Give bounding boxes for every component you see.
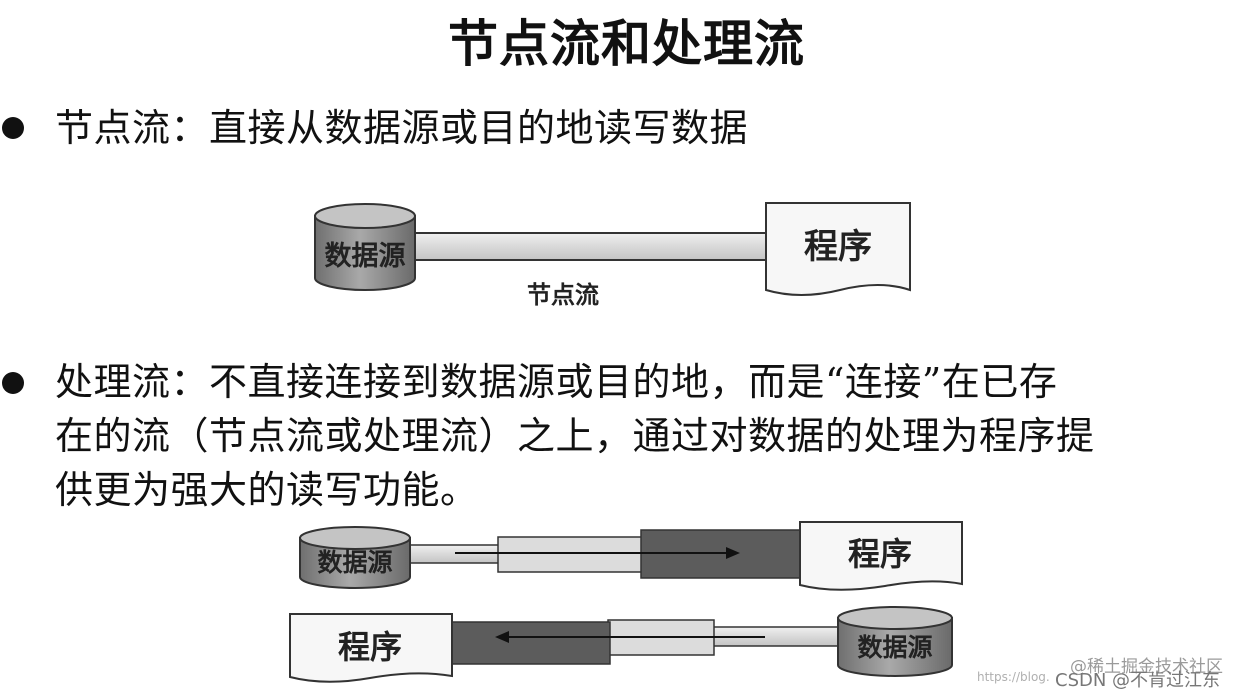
program-document: 程序 — [765, 202, 911, 296]
bullet-2-line-1: 处理流：不直接连接到数据源或目的地，而是“连接”在已存 — [55, 360, 1058, 404]
row2-source-label: 数据源 — [857, 633, 932, 662]
row1-program-document: 程序 — [799, 521, 963, 591]
csdn-watermark: CSDN @不肯过江东 — [1055, 670, 1221, 691]
bullet-text-processing-stream: 处理流：不直接连接到数据源或目的地，而是“连接”在已存 在的流（节点流或处理流）… — [55, 355, 1095, 517]
processing-stream-write-row: 程序 数据源 — [289, 606, 953, 683]
page-title: 节点流和处理流 — [448, 15, 805, 73]
bullet-2-line-2: 在的流（节点流或处理流）之上，通过对数据的处理为程序提 — [55, 414, 1095, 458]
blog-url-watermark: https://blog. — [977, 670, 1050, 684]
row1-source-label: 数据源 — [317, 548, 392, 577]
read-arrow-head-icon — [726, 547, 740, 559]
bullet-point-1 — [2, 117, 24, 139]
diagram1-program-label: 程序 — [804, 227, 872, 267]
bullet-point-2 — [2, 372, 24, 394]
processing-stream-read-row: 数据源 程序 — [299, 521, 963, 591]
write-arrow-head-icon — [495, 631, 509, 643]
node-stream-pipe — [413, 232, 767, 261]
bullet-text-node-stream: 节点流：直接从数据源或目的地读写数据 — [55, 101, 748, 155]
row1-data-source-cylinder: 数据源 — [299, 526, 411, 589]
diagram1-source-label: 数据源 — [325, 241, 406, 272]
bullet-1-line-1: 节点流：直接从数据源或目的地读写数据 — [55, 106, 749, 150]
juejin-watermark: @稀土掘金技术社区 — [1070, 657, 1223, 677]
row2-program-document: 程序 — [289, 613, 453, 683]
node-stream-label: 节点流 — [527, 280, 599, 309]
row2-wrapper-pipe-dark — [449, 621, 611, 665]
row2-data-source-cylinder: 数据源 — [837, 606, 953, 677]
bullet-2-line-3: 供更为强大的读写功能。 — [55, 468, 479, 512]
wrapper-pipe-light — [497, 536, 644, 573]
node-stream-diagram: 数据源 程序 节点流 — [314, 202, 911, 309]
row1-program-label: 程序 — [848, 535, 912, 573]
row2-program-label: 程序 — [338, 628, 402, 666]
data-source-cylinder: 数据源 — [314, 203, 416, 291]
